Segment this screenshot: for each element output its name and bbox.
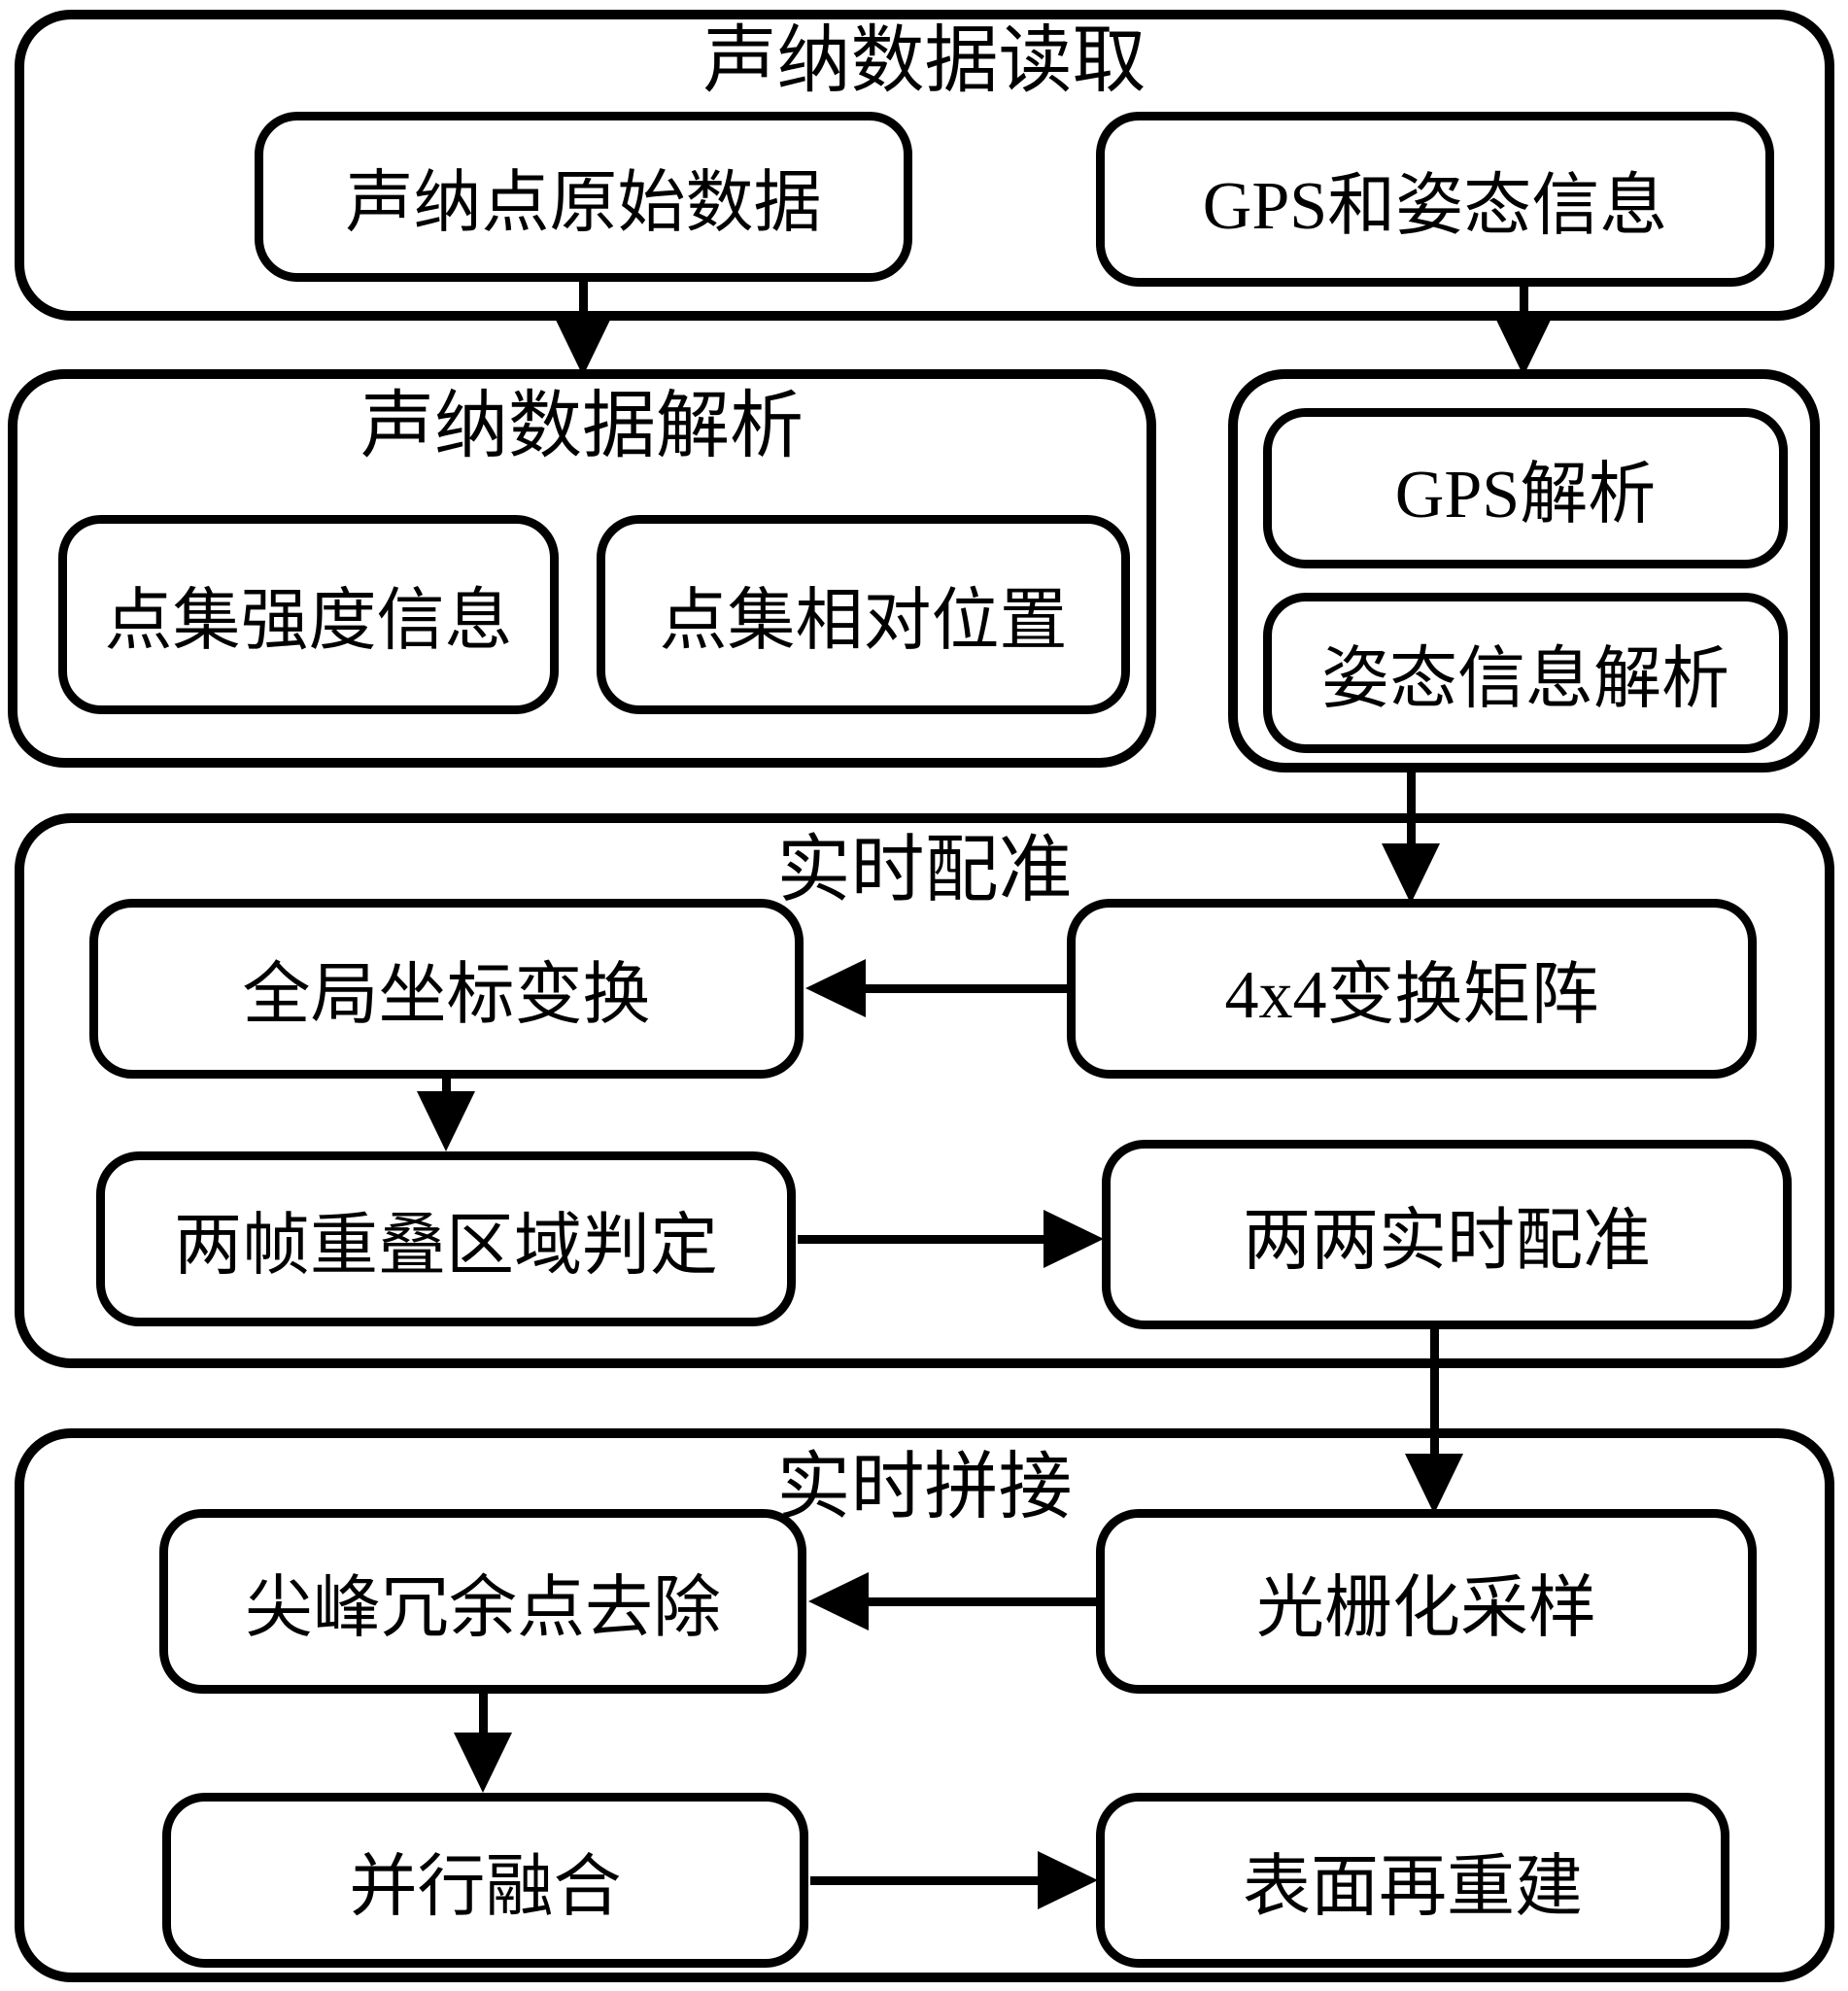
- arrowhead-left: [808, 1572, 869, 1631]
- arrow-line: [798, 1235, 1050, 1244]
- arrowhead-down: [1494, 316, 1553, 376]
- arrowhead-down: [1405, 1454, 1463, 1514]
- arrow-line: [810, 1876, 1044, 1885]
- arrowhead-down: [417, 1091, 475, 1151]
- section-sonar-parse-title: 声纳数据解析: [360, 386, 804, 467]
- node-parallel-fusion: 并行融合: [162, 1793, 808, 1968]
- section-sonar-parse: [8, 369, 1156, 768]
- section-sonar-read: [15, 10, 1834, 321]
- node-sonar-raw-data: 声纳点原始数据: [255, 112, 912, 282]
- node-point-intensity: 点集强度信息: [58, 515, 559, 714]
- arrowhead-down: [554, 316, 612, 376]
- arrowhead-right: [1044, 1210, 1104, 1268]
- node-gps-attitude-info: GPS和姿态信息: [1096, 112, 1774, 287]
- arrow-line: [1520, 285, 1528, 326]
- node-4x4-matrix: 4x4变换矩阵: [1067, 899, 1757, 1079]
- arrow-line: [865, 1597, 1098, 1606]
- arrowhead-down: [454, 1733, 512, 1793]
- node-gps-parse: GPS解析: [1263, 408, 1788, 568]
- section-realtime-registration-title: 实时配准: [776, 830, 1073, 911]
- arrowhead-down: [1382, 843, 1440, 904]
- node-spike-removal: 尖峰冗余点去除: [159, 1509, 806, 1694]
- node-pairwise-registration: 两两实时配准: [1102, 1140, 1792, 1329]
- arrowhead-left: [805, 959, 866, 1017]
- node-point-relative-position: 点集相对位置: [597, 515, 1130, 714]
- node-attitude-parse: 姿态信息解析: [1263, 593, 1788, 753]
- node-global-transform: 全局坐标变换: [89, 899, 804, 1079]
- arrow-line: [1430, 1327, 1439, 1463]
- node-rasterization: 光栅化采样: [1096, 1509, 1757, 1694]
- section-realtime-stitch-title: 实时拼接: [776, 1447, 1073, 1528]
- node-surface-reconstruction: 表面再重建: [1096, 1793, 1729, 1968]
- section-realtime-stitch: [15, 1428, 1834, 1982]
- arrow-line: [442, 1077, 451, 1101]
- arrow-line: [1407, 772, 1416, 850]
- arrow-line: [859, 984, 1069, 993]
- section-sonar-read-title: 声纳数据读取: [702, 20, 1146, 102]
- group-gps-parse: [1228, 369, 1820, 772]
- node-overlap-judgement: 两帧重叠区域判定: [96, 1151, 796, 1326]
- arrow-line: [479, 1692, 488, 1740]
- arrowhead-right: [1038, 1851, 1098, 1909]
- section-realtime-registration: [15, 813, 1834, 1368]
- arrow-line: [579, 280, 588, 326]
